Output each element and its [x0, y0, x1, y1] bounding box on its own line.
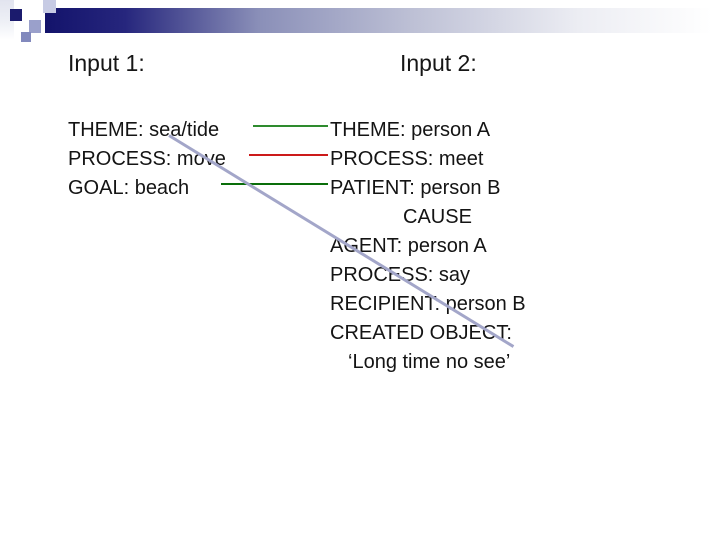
input2-line-theme: THEME: person A: [330, 119, 491, 141]
input2-line-process-say: PROCESS: say: [330, 261, 526, 290]
banner-gradient-bar: [45, 8, 712, 33]
input2-line-agent: AGENT: person A: [330, 235, 487, 257]
input2-line-recipient: RECIPIENT: person B: [330, 293, 526, 315]
banner-square-dark: [10, 9, 22, 21]
input2-line-process-meet: PROCESS: meet: [330, 148, 484, 170]
connector-process-line: [249, 154, 328, 156]
input2-line-quote: ‘Long time no see’: [348, 351, 511, 373]
input2-line-cause: CAUSE: [403, 206, 472, 228]
connector-theme-line: [253, 125, 328, 127]
input1-line-goal: GOAL: beach: [68, 177, 190, 199]
input1-line-process: PROCESS: move: [68, 148, 226, 170]
input2-line-created-object: CREATED OBJECT:: [330, 322, 512, 344]
input1-line-theme: THEME: sea/tide: [68, 119, 220, 141]
input2-list: THEME: person A PROCESS: meet PATIENT: p…: [330, 116, 526, 377]
input1-list: THEME: sea/tide PROCESS: move GOAL: beac…: [68, 116, 226, 203]
input2-title: Input 2:: [400, 50, 477, 76]
input2-line-patient: PATIENT: person B: [330, 177, 501, 199]
banner-square-small: [21, 32, 31, 42]
connector-goal-patient-line: [221, 183, 328, 185]
banner-square-light: [43, 0, 56, 13]
input1-title: Input 1:: [68, 50, 145, 76]
banner-square-medium: [29, 20, 41, 33]
